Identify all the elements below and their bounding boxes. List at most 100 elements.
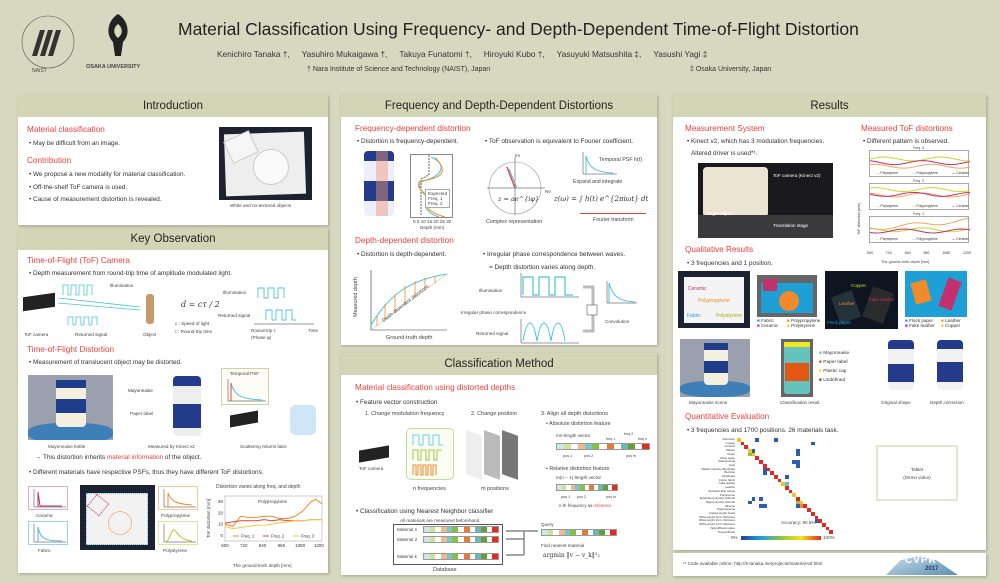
subheading: Quantitative Evaluation <box>685 412 770 421</box>
subheading: Contribution <box>27 156 72 165</box>
author: Yasuyuki Matsushita ‡, <box>556 49 642 59</box>
matrix-cell <box>788 489 793 494</box>
legend-label: Freq. 3 <box>301 534 315 539</box>
matrix-cell <box>829 530 833 534</box>
x-tick-label: 1080 <box>295 543 306 548</box>
label: ToF camera <box>359 466 384 471</box>
label: Returned signal <box>75 332 108 337</box>
code-link[interactable]: *¹ Code available online: http://k-tanak… <box>683 561 823 566</box>
affiliation-osaka: ‡ Osaka University, Japan <box>690 66 772 73</box>
matrix-cell <box>773 474 778 479</box>
legend-item: — Polystyrene <box>876 171 899 175</box>
vector-cell <box>606 444 614 449</box>
caption: Mayonnaise bottle <box>48 444 86 449</box>
label: Polypropylene <box>161 513 191 518</box>
caption: Classification result <box>780 400 820 405</box>
osaka-logo-text: OSAKA UNIVERSITY <box>86 64 141 70</box>
legend: ■ Mayonnaise ■ Paper label ■ Plastic cap… <box>819 349 849 385</box>
matrix-row-label: Plaster <box>726 448 735 453</box>
temporal-psf-plot <box>582 152 617 175</box>
label: Time <box>308 328 319 333</box>
reference-note: n-th frequency as reference <box>559 503 612 508</box>
caption: Scattering returns later. <box>240 444 288 449</box>
bullet: • Distortion is depth-dependent. <box>357 251 447 258</box>
label: Object <box>143 332 157 337</box>
vector-cell <box>492 537 498 542</box>
label: Returned signal <box>218 313 251 318</box>
vector-cell <box>566 485 571 490</box>
results-panel: Results Measurement System • Kinect v2, … <box>673 95 986 550</box>
author: Takuya Funatomi †, <box>399 49 472 59</box>
legend-item: — Polystyrene <box>876 204 899 208</box>
position-plane <box>466 430 482 480</box>
affiliation-naist: † Nara Institute of Science and Technolo… <box>307 66 491 73</box>
label: Im <box>515 153 521 158</box>
label: (Phase φ) <box>251 335 272 340</box>
matrix-cell <box>814 519 819 523</box>
label: freq n <box>638 437 648 441</box>
vector-cell <box>458 554 464 559</box>
material-vector <box>423 526 499 533</box>
vector-cell <box>458 527 464 532</box>
bullet: = Depth distortion varies along depth. <box>489 264 596 271</box>
poster-title: Material Classification Using Frequency-… <box>178 19 859 39</box>
matrix-row-label: Medium density fiberboard <box>701 466 735 471</box>
matrix-cell <box>810 511 815 516</box>
y-tick-label: 10 <box>218 522 224 527</box>
label: Database <box>433 567 457 573</box>
matrix-row-label: Polyurethane <box>718 529 735 534</box>
original-shape-image <box>888 340 914 390</box>
legend-item: ■ Polypropylene <box>787 318 821 323</box>
axis-label: Depth (mm) <box>420 225 445 230</box>
matrix-cell <box>744 445 749 450</box>
vector-cell <box>585 444 593 449</box>
vector-cell <box>446 537 453 542</box>
label: Material k <box>397 554 417 559</box>
x-tick-label: 840 <box>904 251 911 255</box>
matrix-row-label: Cotton fabric <box>718 477 735 482</box>
label: pos 1 <box>563 454 573 458</box>
tablet-demo-placeholder[interactable]: Tablet (Demo video) <box>876 445 958 501</box>
vector-cell <box>620 444 628 449</box>
vector-cell <box>486 554 493 559</box>
step-label: 2. Change position <box>471 411 517 417</box>
label: c : Speed of light <box>175 321 210 326</box>
x-tick-label: 720 <box>240 543 248 548</box>
section-title: Classification Method <box>341 353 657 375</box>
section-title: Results <box>673 95 986 117</box>
matrix-cell <box>751 452 756 457</box>
step-label: 1. Change modulation frequency <box>365 411 445 417</box>
label: Polystyrene <box>163 548 188 553</box>
matrix-row-label: Leather <box>725 485 735 490</box>
osaka-logo <box>108 14 128 56</box>
label: τ : Round-trip time <box>175 329 213 334</box>
label: Illumination <box>223 290 247 295</box>
vector-cell <box>561 485 567 490</box>
legend-item: — Polystyrene <box>876 237 899 241</box>
axis-label: The ground-truth depth [mm] <box>881 260 930 264</box>
label: freq 1 <box>606 437 616 441</box>
mini-plot-title: Freq. 3 <box>913 146 925 150</box>
label: Convolution <box>605 319 630 324</box>
label: Round-trip τ <box>251 328 276 333</box>
vector-cell <box>581 530 588 535</box>
absolute-feature-vector <box>556 443 650 450</box>
label: • Absolute distortion feature <box>546 421 611 427</box>
scale-max: 100% <box>823 535 835 540</box>
vector-cell <box>486 527 493 532</box>
bullet: • We propose a new modality for material… <box>29 171 186 178</box>
introduction-panel: Introduction Material classification • M… <box>18 95 328 225</box>
mayonnaise-scene-photo <box>680 339 750 397</box>
chart-ylabel: ToF distortion [mm] <box>206 498 211 538</box>
vector-cell <box>587 530 594 535</box>
tick-labels: 0 5 10 15 20 25 30 <box>413 219 452 224</box>
matrix-cell <box>796 497 800 501</box>
vector-cell <box>480 554 487 559</box>
inherit-note: → This distortion inherits material info… <box>35 454 202 461</box>
bullet: • 3 frequencies and 1700 positions. 26 m… <box>687 427 839 434</box>
scene2-result <box>905 271 967 317</box>
legend-item: ■ Mayonnaise <box>819 351 850 356</box>
vector-cell <box>613 444 621 449</box>
